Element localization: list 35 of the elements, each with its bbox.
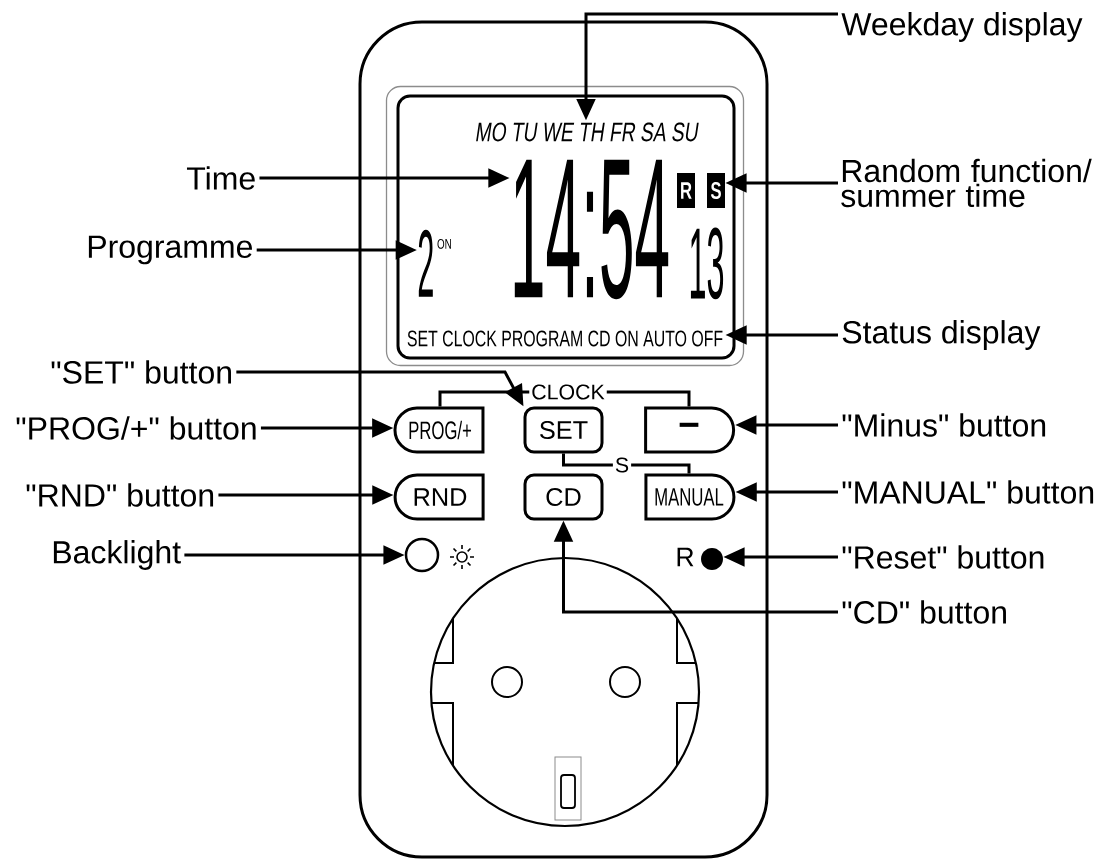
callout-label: Weekday display [841, 12, 1083, 42]
callout-label: Backlight [53, 540, 181, 570]
weekday-row: MO TU WE TH FR SA SU [476, 122, 699, 142]
backlight-ring [404, 537, 440, 573]
lcd-digits: 13 [690, 227, 724, 300]
edge-label: S [612, 455, 632, 475]
callout-label: Random function/ summer time [841, 158, 1092, 208]
status-row: SET CLOCK PROGRAM CD ON AUTO OFF [407, 330, 723, 347]
callout-label: Status display [842, 320, 1041, 350]
callout-label: "Reset" button [842, 545, 1044, 569]
reset-button [701, 548, 723, 570]
socket-hole [609, 666, 641, 698]
button: MANUAL [644, 473, 736, 521]
callout-label: "SET" button [51, 360, 231, 384]
time-digits: 14:54 [514, 159, 669, 300]
button: − [644, 406, 736, 454]
reset-label: R [677, 547, 694, 567]
button: RND [393, 473, 485, 521]
callout-label: "MANUAL" button [842, 480, 1094, 504]
callout-label: "PROG/+" button [16, 416, 256, 440]
button: CD [523, 473, 604, 521]
connector-line [562, 453, 691, 474]
lcd-screen [385, 85, 745, 367]
socket-hole [491, 666, 523, 698]
button: SET [523, 406, 604, 454]
edge-label: CLOCK [529, 382, 607, 402]
callout-label: Programme [88, 235, 252, 265]
indicator-box: S [707, 173, 725, 208]
indicator-box: R [677, 173, 695, 208]
callout-label: "RND" button [26, 483, 214, 507]
button: PROG/+ [393, 406, 485, 454]
callout-label: "Minus" button [842, 413, 1046, 437]
callout-label: "CD" button [842, 600, 1006, 624]
callout-label: Time [187, 166, 255, 190]
device-housing [358, 20, 769, 859]
